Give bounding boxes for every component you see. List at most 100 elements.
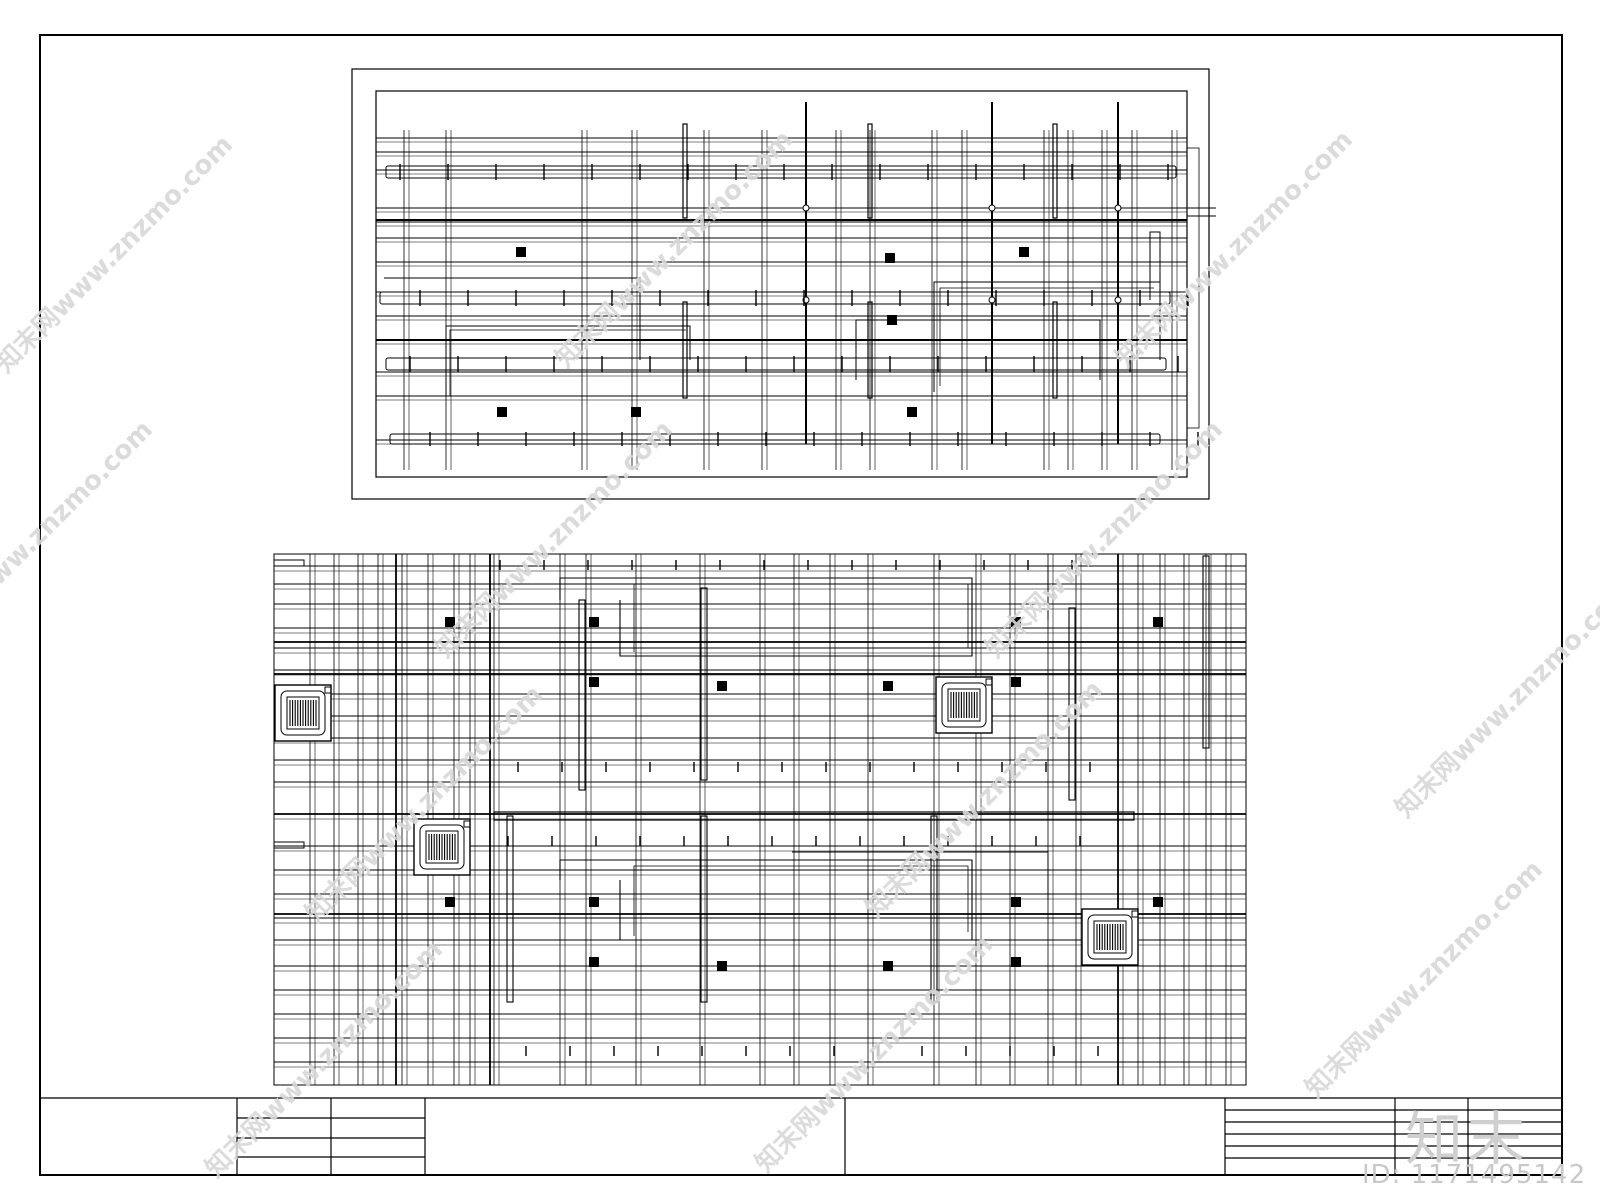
upper-diffuser-marker [497,407,507,417]
lower-diffuser-marker [1011,897,1021,907]
upper-post [867,301,873,399]
watermark-text: 知末网www.znzmo.com [430,415,679,664]
upper-duct-run [389,433,1161,445]
upper-plan-ducts [379,147,1216,446]
cassette-panel [941,682,987,728]
lower-diffuser-marker [1011,617,1021,627]
lower-riser [930,815,938,1003]
watermark-text: 知末网www.znzmo.com [0,130,239,379]
cassette-corner-tab [985,678,993,686]
lower-diffuser-marker [717,681,727,691]
upper-duct-run [385,357,1167,371]
lower-diffuser-marker [1011,957,1021,967]
watermark-text: 知末网www.znzmo.com [1390,575,1600,824]
upper-ceiling-plan [351,68,1216,500]
cassette-ac-unit [935,676,993,734]
upper-diffuser-marker [885,253,895,263]
title-block [40,1097,1562,1175]
upper-branch-duct [449,329,686,396]
upper-joint-node [1114,204,1122,212]
lower-main-trunk [493,811,1135,821]
lower-supply-duct [792,565,1049,620]
lower-diffuser-marker [883,961,893,971]
watermark-text: 知末网www.znzmo.com [0,415,159,664]
upper-post [1052,301,1058,399]
lower-supply-duct [559,577,973,657]
upper-diffuser-marker [887,315,897,325]
watermark-text: 知末网www.znzmo.com [1110,125,1359,374]
upper-branch-duct [855,319,1101,380]
cassette-grille-frame [425,830,459,864]
cassette-grille-frame [286,696,320,730]
lower-supply-duct [792,851,1049,900]
upper-joint-node [1114,296,1122,304]
upper-joint-node [988,296,996,304]
cassette-panel [1087,914,1133,960]
lower-supply-duct [633,583,969,652]
upper-branch-duct [933,281,1161,392]
upper-post [682,301,688,399]
watermark-text: 知末网www.znzmo.com [300,680,549,929]
lower-diffuser-marker [589,957,599,967]
upper-plan-outer-wall [351,68,1210,500]
cassette-grille-frame [1093,920,1127,954]
lower-diffuser-marker [1153,897,1163,907]
lower-trunk-stub [273,559,305,567]
upper-diffuser-marker [1019,247,1029,257]
cassette-panel [419,824,465,870]
upper-plan-vertical-members [403,102,1178,470]
lower-plan-diffusers [445,617,1163,971]
watermark-text: 知末网www.znzmo.com [1300,855,1549,1104]
upper-post [1052,123,1058,219]
cassette-ac-unit [274,684,332,742]
upper-joint-node [802,204,810,212]
cassette-corner-tab [324,686,332,694]
lower-diffuser-marker [445,617,455,627]
lower-supply-duct [559,859,973,941]
upper-post [867,123,873,219]
cassette-grille-frame [947,688,981,722]
lower-diffuser-marker [717,961,727,971]
upper-duct-run [385,165,1177,179]
upper-riser [1149,231,1161,293]
lower-riser [700,815,708,1003]
upper-plan-diffusers [497,247,1029,417]
upper-diffuser-marker [907,407,917,417]
upper-edge-strip [1186,147,1200,429]
brand-logo: 知末 [1405,1105,1530,1173]
cassette-ac-unit [413,818,471,876]
watermark-text: 知末网www.znzmo.com [750,930,999,1179]
lower-diffuser-marker [589,897,599,907]
watermark-text: 知末网www.znzmo.com [200,935,449,1184]
lower-riser [700,587,708,781]
lower-diffuser-marker [1153,617,1163,627]
upper-diffuser-marker [631,407,641,417]
lower-riser [578,599,586,791]
lower-supply-duct [633,865,969,936]
lower-diffuser-marker [445,897,455,907]
drawing-id-label: ID: 1171495142 [1362,1160,1587,1190]
watermark-text: 知末网www.znzmo.com [980,415,1229,664]
cassette-corner-tab [1131,910,1139,918]
lower-riser [1068,607,1076,801]
upper-duct-run [379,291,1171,305]
upper-branch-duct [939,287,1154,386]
cassette-ac-units [274,676,1139,966]
lower-riser [1202,555,1210,749]
upper-branch-duct [384,277,641,360]
lower-duct-plan [273,553,1247,1086]
upper-plan-horizontal-members [376,137,1187,445]
lower-plan-ducts [273,555,1210,1056]
upper-joint-node [988,204,996,212]
upper-diffuser-marker [516,247,526,257]
lower-diffuser-marker [883,681,893,691]
cassette-corner-tab [463,820,471,828]
cassette-ac-unit [1081,908,1139,966]
lower-diffuser-marker [1011,677,1021,687]
lower-diffuser-marker [589,617,599,627]
lower-riser [506,815,514,1003]
cassette-panel [280,690,326,736]
sheet-frame [39,34,1563,1176]
